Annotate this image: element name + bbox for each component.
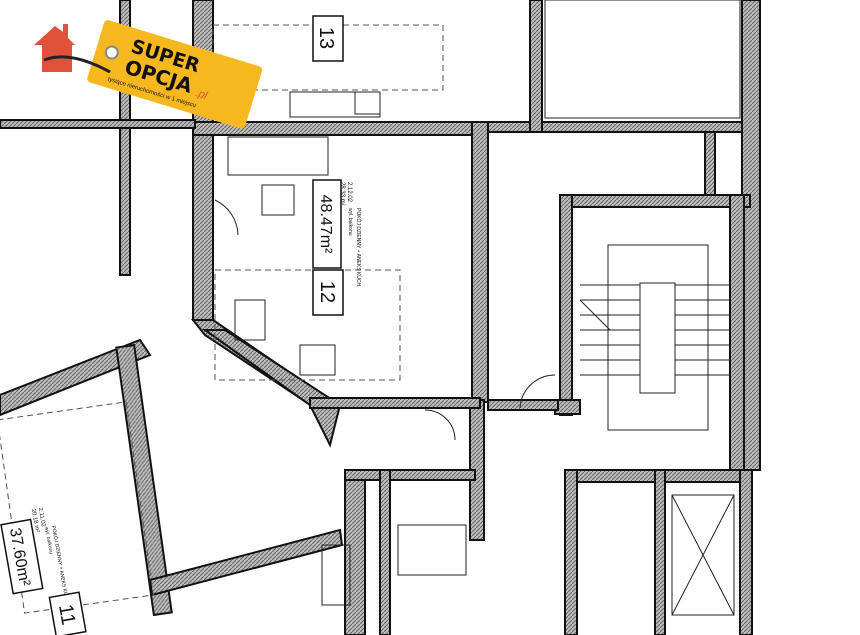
room-number: 12 [316, 281, 338, 303]
room-name: POKÓJ DZIENNY + ANEKS KUCH. [355, 208, 362, 288]
room-area: 48.47m² [317, 195, 334, 254]
room-number: 11 [54, 603, 79, 627]
room-note: wyl. balkonu [43, 526, 54, 554]
room-number: 13 [315, 27, 337, 49]
logo-domain: .pl [194, 87, 209, 102]
room-code: 2.11.02 [37, 507, 46, 528]
superopcja-logo: SUPER OPCJA .pl tysiące nieruchomości w … [34, 20, 263, 129]
interior [0, 0, 741, 616]
price-tag [87, 20, 263, 129]
room-13-label: 13 [312, 15, 344, 62]
walls [0, 0, 761, 635]
room-note: wyl. balkonu [347, 208, 353, 236]
room-sub-area: 20.18 m² [30, 508, 40, 532]
room-sub-area: 28.33 m² [339, 182, 345, 206]
room-12-label: 48.47m² 12 2.12.02 28.33 m² POKÓJ DZIENN… [312, 179, 362, 316]
room-code: 2.12.02 [346, 182, 352, 203]
room-name: POKÓJ DZIENNY + ANEKS KUCH. [50, 525, 71, 605]
house-icon [34, 24, 75, 72]
room-11-label: 37.60m² 2.11.02 20.18 m² POKÓJ DZIENNY +… [0, 507, 87, 635]
